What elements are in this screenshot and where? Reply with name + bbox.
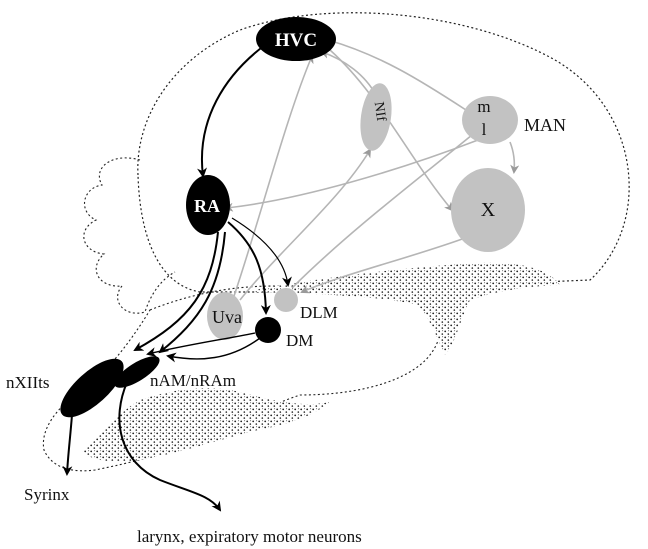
connection-man-to-x — [510, 142, 514, 172]
connection-uva-to-hvc — [232, 56, 312, 302]
label-uva: Uva — [212, 307, 242, 327]
connection-hvc-to-ra — [202, 45, 265, 176]
label-syrinx: Syrinx — [24, 485, 70, 504]
connection-man-to-ra — [226, 140, 478, 208]
label-area-x: X — [481, 199, 496, 221]
label-nam: nAM/nRAm — [150, 371, 236, 390]
label-nif: NIf — [371, 101, 389, 123]
label-dlm: DLM — [300, 303, 338, 322]
label-man-m: m — [477, 97, 490, 116]
telencephalon-outline — [138, 13, 629, 292]
anterior-forebrain-pathway — [226, 40, 514, 302]
connection-man-to-hvc — [328, 40, 466, 110]
label-larynx: larynx, expiratory motor neurons — [137, 527, 362, 546]
nucleus-dm — [255, 317, 281, 343]
connection-nif-to-hvc — [322, 52, 376, 95]
connection-hvc-to-x — [330, 50, 452, 210]
label-hvc: HVC — [275, 30, 317, 51]
label-nxiits: nXIIts — [6, 373, 49, 392]
connection-ra-to-nxiits — [135, 232, 218, 350]
output-nxiits-to-syrinx — [67, 415, 72, 474]
label-ra: RA — [194, 196, 220, 216]
label-man: MAN — [524, 115, 566, 135]
nucleus-dlm — [274, 288, 298, 312]
label-man-l: l — [482, 120, 487, 139]
cerebellum-outline — [84, 158, 175, 313]
label-dm: DM — [286, 331, 313, 350]
